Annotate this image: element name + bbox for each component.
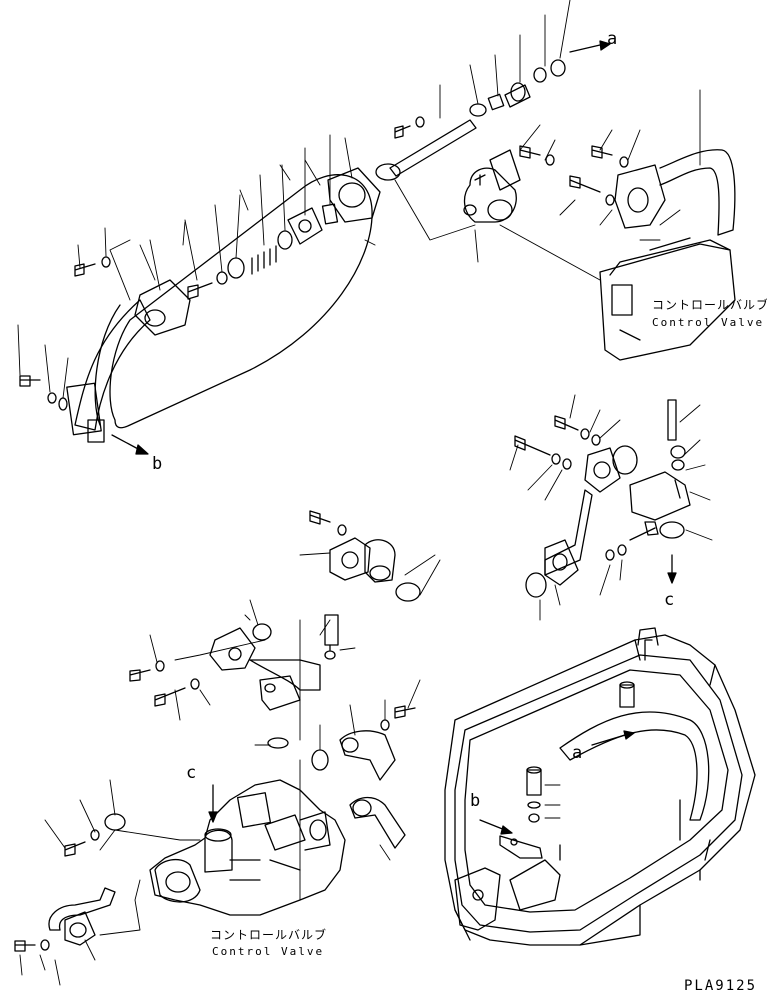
ref-label-a-top: a: [607, 29, 618, 49]
control-valve-label-en-upper: Control Valve: [652, 316, 765, 329]
upper-control-valve-assembly: [394, 89, 736, 361]
reference-arrows: [111, 40, 677, 835]
drawing-code: PLA9125: [684, 978, 758, 994]
tank-assembly: [444, 627, 756, 946]
upper-hose-assembly: [17, 0, 571, 443]
ref-label-b-left: b: [152, 454, 163, 474]
ref-label-b-tank: b: [470, 791, 481, 811]
ref-label-c-right: c: [664, 590, 675, 610]
ref-label-c-center: c: [186, 763, 197, 783]
ref-label-a-tank: a: [572, 743, 583, 763]
middle-right-pipe-assembly: [509, 394, 713, 621]
center-valve-assembly: [14, 510, 441, 986]
control-valve-label-jp-lower: コントロールバルブ: [210, 928, 328, 942]
control-valve-label-jp-upper: コントロールバルブ: [652, 298, 767, 312]
control-valve-label-en-lower: Control Valve: [212, 945, 325, 958]
